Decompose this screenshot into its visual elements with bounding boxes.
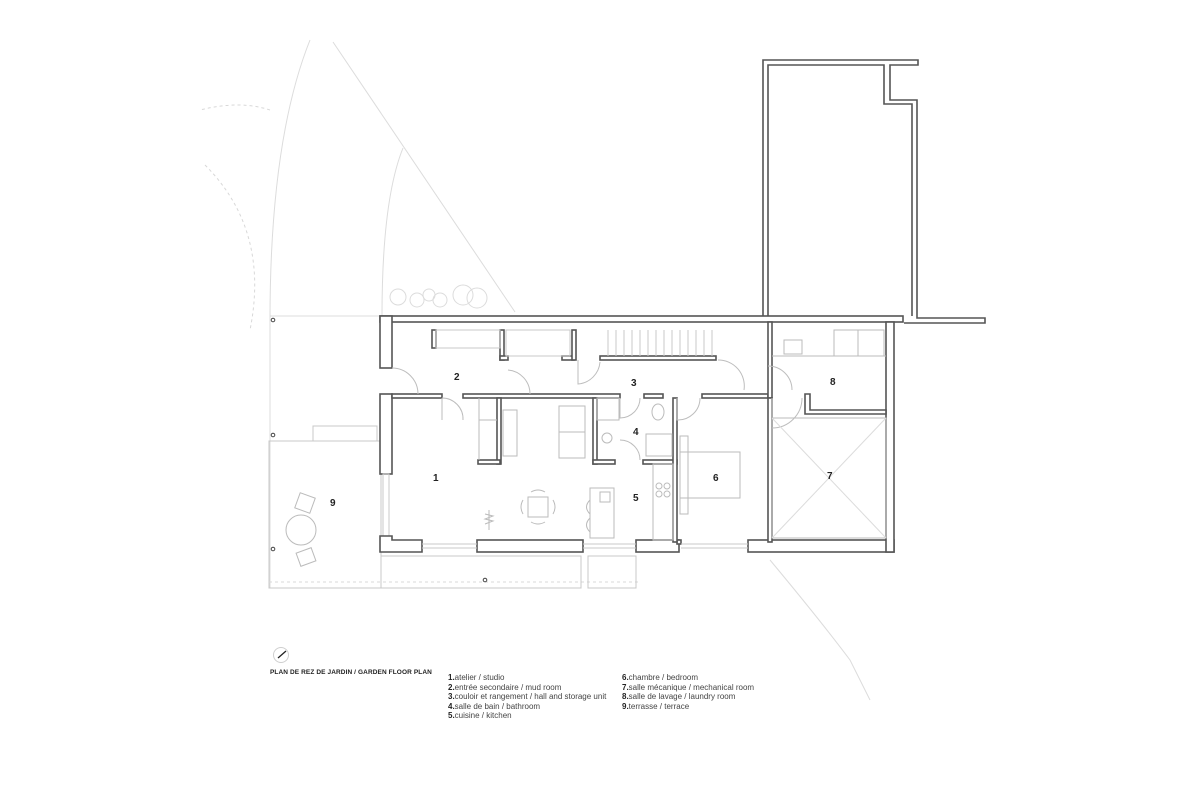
legend-item: 9.terrasse / terrace [622,701,690,711]
legend-item: 4.salle de bain / bathroom [448,701,541,711]
legend-item: 8.salle de lavage / laundry room [622,692,736,702]
room-label-7: 7 [827,471,833,482]
room-label-8: 8 [830,377,836,388]
property-curve-line [269,39,311,321]
room-label-5: 5 [633,493,639,504]
house-walls [379,315,904,553]
tree-canopy-arc-top [199,104,271,111]
room-label-1: 1 [433,473,439,484]
room-label-9: 9 [330,498,336,509]
property-line-bottom-right [769,559,871,701]
legend-item: 7.salle mécanique / mechanical room [622,682,755,692]
legend-item: 6.chambre / bedroom [622,673,699,682]
property-inner-curve [381,147,404,317]
room-label-3: 3 [631,378,637,389]
site-lines [199,39,871,701]
terrace-area [268,317,640,589]
upper-wing-walls [762,59,986,324]
doors [391,359,803,461]
furniture [478,329,887,541]
room-labels: 1 2 3 4 5 6 7 8 9 [330,372,836,509]
legend-item: 1.atelier / studio [448,673,505,682]
legend-column-1: 1.atelier / studio 2.entrée secondaire /… [448,673,606,721]
room-label-2: 2 [454,372,460,383]
legend-item: 3.couloir et rangement / hall and storag… [448,692,607,702]
legend-item: 2.entrée secondaire / mud room [448,682,562,692]
legend-item: 5.cuisine / kitchen [448,711,512,721]
plan-title: PLAN DE REZ DE JARDIN / GARDEN FLOOR PLA… [270,669,432,676]
property-diagonal-line [332,41,516,313]
tree-canopy-arc-left [204,164,256,331]
room-label-6: 6 [713,473,719,484]
room-label-4: 4 [633,427,639,438]
legend-column-2: 6.chambre / bedroom 7.salle mécanique / … [622,673,754,711]
north-arrow-icon [273,647,289,663]
